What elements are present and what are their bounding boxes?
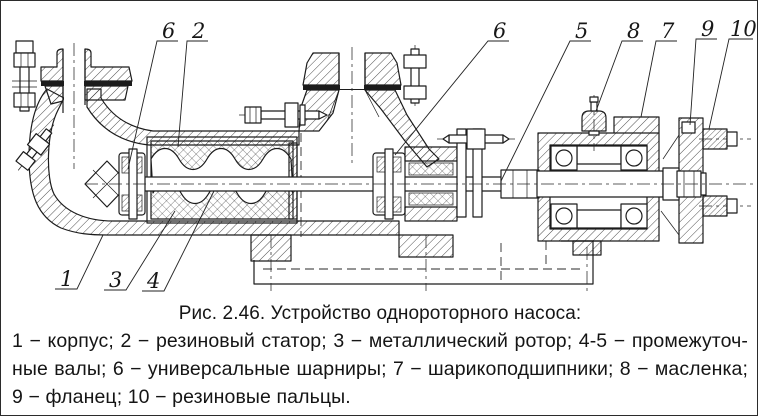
packing-lower bbox=[408, 192, 454, 206]
inlet-flange-bolt bbox=[12, 40, 37, 112]
callout-1: 1 bbox=[55, 234, 104, 291]
callout-10: 10 bbox=[708, 17, 757, 130]
callout-8: 8 bbox=[595, 19, 643, 112]
callout-label-4: 4 bbox=[146, 269, 160, 293]
inlet-flange bbox=[40, 43, 133, 169]
packing-upper bbox=[408, 162, 454, 176]
callout-label-3: 3 bbox=[109, 268, 122, 292]
output-flange bbox=[660, 117, 751, 244]
drain-bolt bbox=[15, 124, 55, 171]
callout-label-7: 7 bbox=[661, 19, 675, 43]
callout-6-right: 6 bbox=[394, 19, 509, 156]
callout-label-1: 1 bbox=[60, 267, 73, 291]
callout-label-9: 9 bbox=[701, 17, 714, 41]
callout-label-6-left: 6 bbox=[162, 19, 175, 43]
callout-3: 3 bbox=[104, 210, 176, 292]
legend-line-3: 9 − фланец; 10 − резиновые пальцы. bbox=[12, 386, 351, 408]
figure-caption: Рис. 2.46. Устройство однороторного насо… bbox=[12, 298, 748, 411]
callout-label-5: 5 bbox=[575, 19, 588, 43]
callout-7: 7 bbox=[640, 19, 677, 118]
pump-casing bbox=[28, 88, 454, 262]
discharge-flange-bolt bbox=[403, 45, 427, 107]
callout-5: 5 bbox=[500, 19, 591, 182]
bearing-housing bbox=[536, 95, 664, 256]
stator-clamp-bolt bbox=[239, 102, 335, 128]
callout-9: 9 bbox=[689, 17, 717, 126]
callout-4: 4 bbox=[142, 190, 215, 293]
callout-label-10: 10 bbox=[730, 17, 757, 41]
pump-cross-section-drawing: 6 2 6 5 8 7 9 bbox=[12, 17, 757, 293]
callout-label-8: 8 bbox=[627, 19, 640, 43]
legend-line-2: ные валы; 6 − универсальные шарниры; 7 −… bbox=[12, 358, 748, 380]
housing-foot bbox=[572, 240, 602, 256]
callout-2: 2 bbox=[177, 19, 208, 148]
callout-label-2: 2 bbox=[191, 19, 205, 43]
callouts: 6 2 6 5 8 7 9 bbox=[55, 17, 757, 293]
stuffing-box bbox=[404, 128, 515, 222]
grease-fitting bbox=[581, 95, 607, 151]
callout-6-left: 6 bbox=[127, 19, 178, 170]
ball-bearings bbox=[550, 145, 648, 229]
casing-foot-left bbox=[250, 234, 292, 262]
callout-label-6-right: 6 bbox=[493, 19, 506, 43]
rubber-fingers bbox=[699, 128, 751, 217]
figure-caption-title: Рис. 2.46. Устройство однороторного насо… bbox=[178, 303, 582, 324]
casing-foot-right bbox=[398, 234, 454, 258]
legend-line-1: 1 − корпус; 2 − резиновый статор; 3 − ме… bbox=[12, 330, 748, 352]
